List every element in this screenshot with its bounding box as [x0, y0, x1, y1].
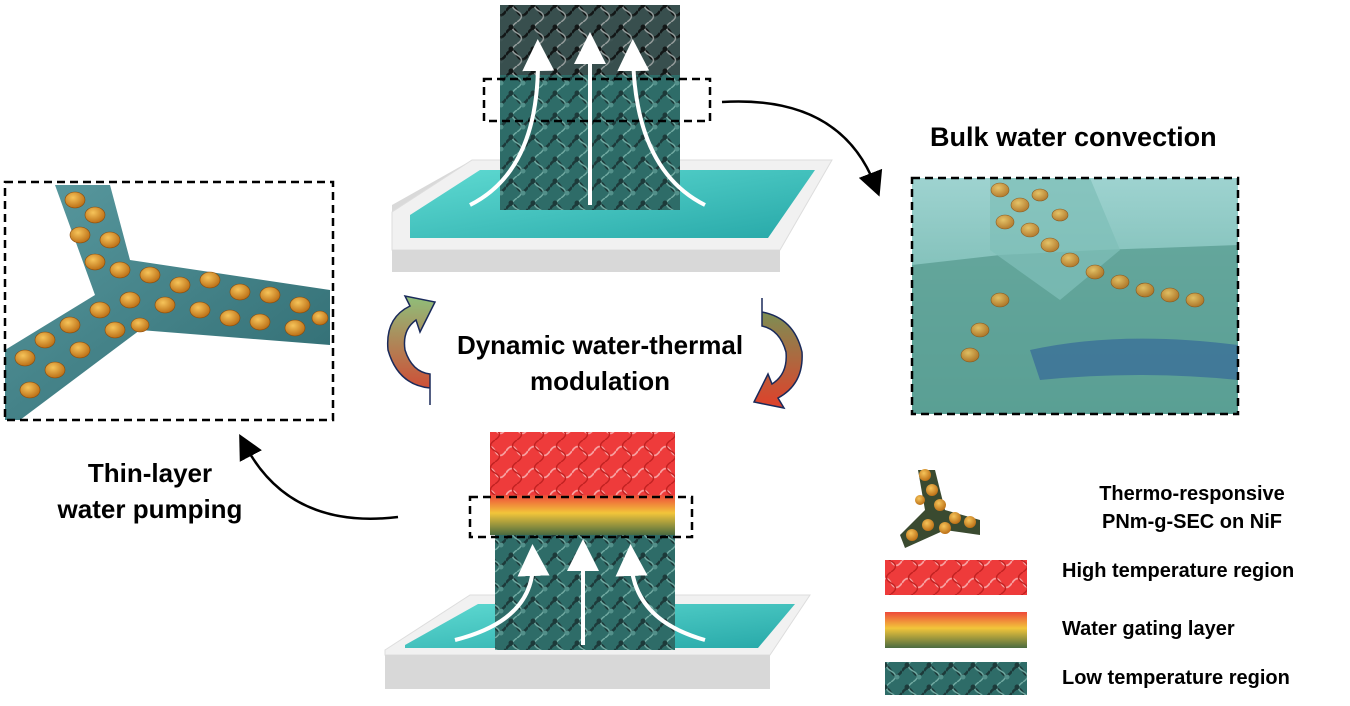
- legend-thermo-line1: Thermo-responsive: [1099, 483, 1285, 505]
- bottom-tray-front: [385, 655, 770, 689]
- cycle-arrows: [386, 294, 803, 410]
- legend-swatch-low: [885, 662, 1027, 695]
- bottom-foam-gating: [490, 495, 675, 535]
- bottom-dashed-selection: [468, 495, 694, 539]
- top-flow-arrow-right: [617, 39, 706, 207]
- cycle-arrow-left: [386, 294, 437, 405]
- top-flow-arrow-left: [469, 39, 555, 207]
- legend-item-high: High temperature region: [1062, 560, 1295, 582]
- legend-swatch-branch: [900, 469, 980, 548]
- thin-inset-border: [3, 180, 335, 422]
- bottom-flow-arrow-left: [454, 544, 550, 642]
- bulk-water-label: Bulk water convection: [930, 122, 1217, 152]
- legend-item-gating: Water gating layer: [1062, 618, 1235, 640]
- bulk-inset-border: [910, 176, 1240, 416]
- thin-particles: [14, 191, 329, 399]
- arrow-to-bulk-inset: [721, 100, 883, 197]
- legend-item-thermo: Thermo-responsive PNm-g-SEC on NiF: [1062, 480, 1322, 536]
- legend-swatch-high: [885, 560, 1027, 595]
- top-dashed-selection: [482, 77, 712, 123]
- top-foam-assembly: [391, 5, 833, 272]
- legend-swatches: [885, 469, 1027, 695]
- thin-label-line1: Thin-layer: [87, 458, 213, 488]
- bottom-foam-assembly: [384, 432, 811, 689]
- bulk-water-ripple: [1030, 338, 1238, 380]
- bottom-flow-arrow-right: [615, 544, 706, 642]
- thin-layer-inset: [3, 180, 335, 422]
- legend-item-low: Low temperature region: [1062, 667, 1290, 689]
- thin-layer-label: Thin-layer water pumping: [40, 455, 260, 527]
- legend-thermo-line2: PNm-g-SEC on NiF: [1102, 511, 1282, 533]
- legend-swatch-gating: [885, 612, 1027, 648]
- dynamic-label-line2: modulation: [529, 366, 671, 396]
- bulk-particles: [960, 182, 1205, 363]
- bulk-water-inset: [910, 176, 1240, 416]
- bottom-foam-hot: [490, 432, 675, 502]
- dynamic-label-line1: Dynamic water-thermal: [456, 330, 744, 360]
- top-tray-front: [392, 250, 780, 272]
- thin-label-line2: water pumping: [57, 494, 243, 524]
- arrow-to-thin-inset: [239, 433, 399, 520]
- cycle-arrow-right: [752, 298, 803, 410]
- dynamic-modulation-label: Dynamic water-thermal modulation: [420, 327, 780, 399]
